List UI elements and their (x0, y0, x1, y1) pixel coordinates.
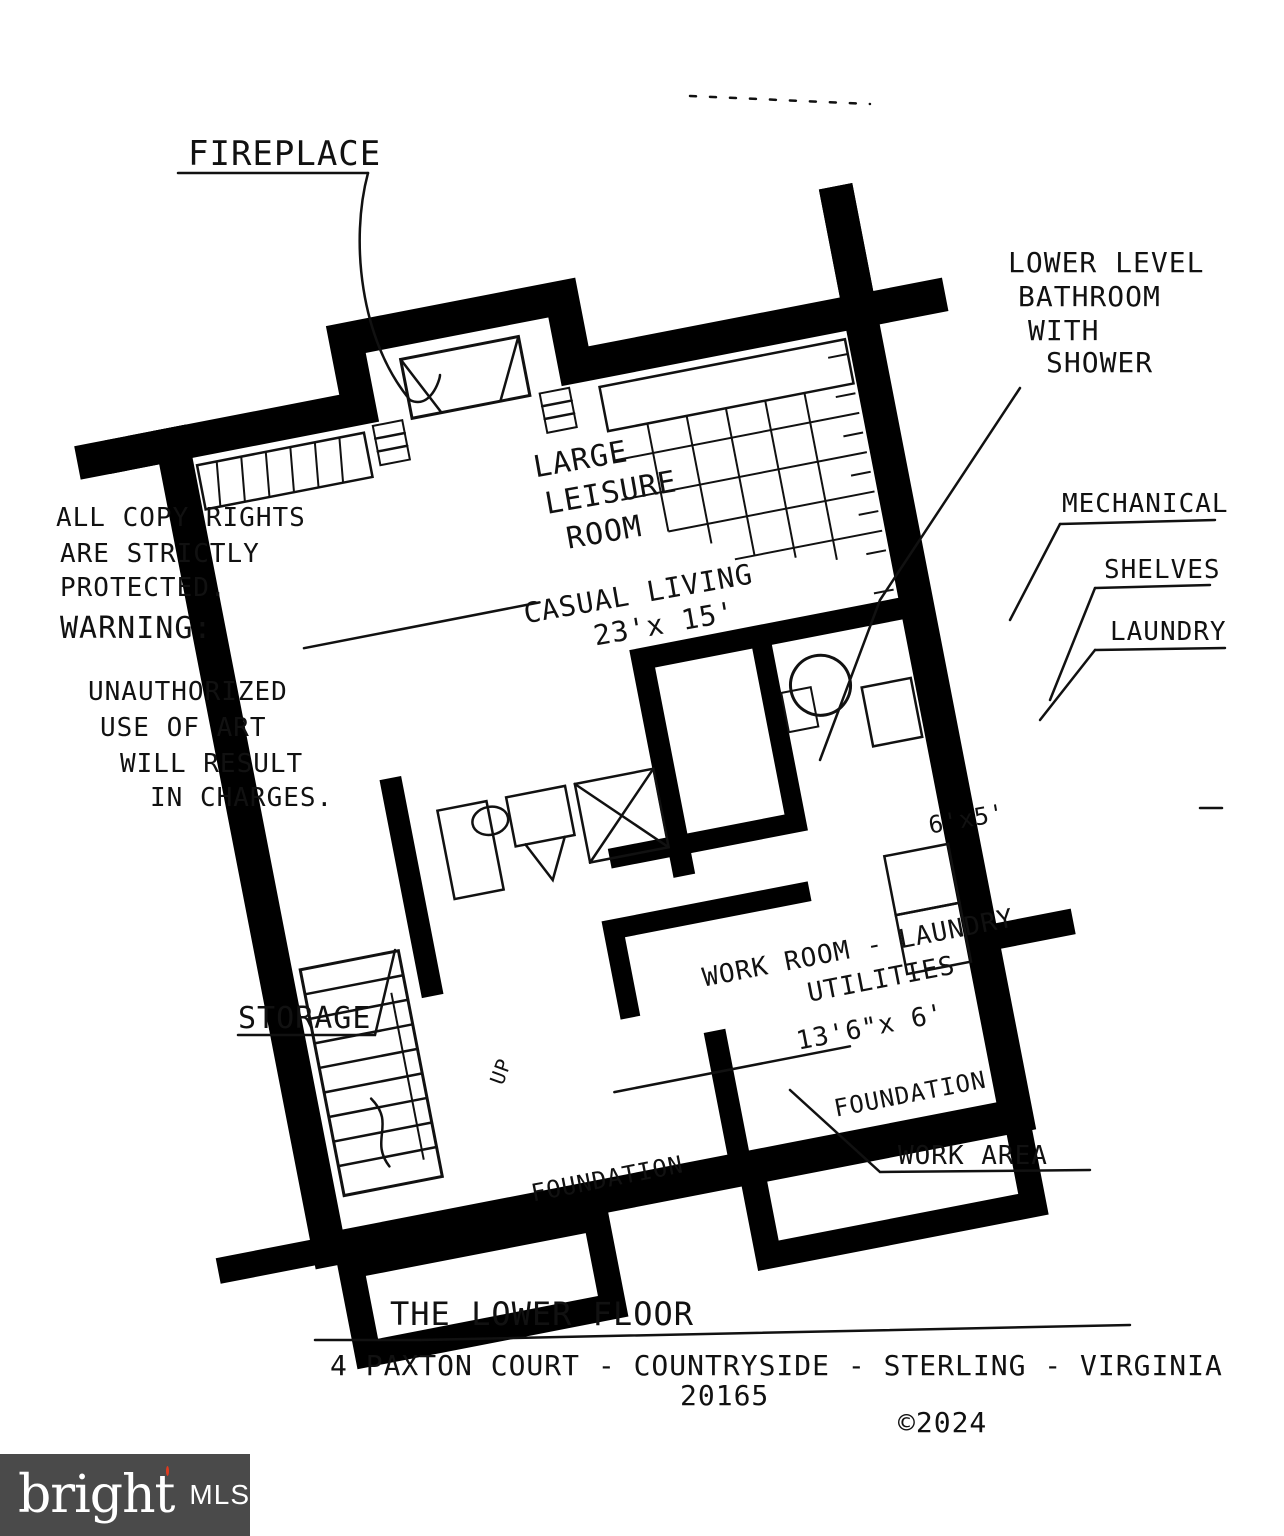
bathroom-callout: LOWER LEVEL BATHROOM WITH SHOWER (1008, 246, 1204, 379)
watermark-brand: bright (18, 1465, 175, 1525)
workroom-label-line (613, 1045, 852, 1094)
copyright-note-line-4: WARNING: (60, 611, 213, 646)
back-wall-shelves (195, 337, 855, 511)
up-label: UP (485, 1055, 516, 1088)
mls-watermark: bright MLS (0, 1454, 250, 1536)
bathroom-label-line-1: LOWER LEVEL (1008, 246, 1204, 279)
copyright-year: ©2024 (898, 1406, 987, 1439)
bathroom-label-line-3: WITH (1028, 314, 1099, 347)
fireplace-label: FIREPLACE (188, 134, 381, 174)
leader-lines (176, 171, 1227, 1342)
floor-title: THE LOWER FLOOR (390, 1295, 694, 1333)
address-line: 4 PAXTON COURT - COUNTRYSIDE - STERLING … (330, 1349, 1223, 1382)
laundry-appliances (780, 653, 973, 976)
watermark-dot-icon (166, 1466, 170, 1476)
watermark-suffix: MLS (189, 1479, 250, 1510)
copyright-note-line-3: PROTECTED. (60, 573, 227, 603)
back-wall (103, 277, 949, 474)
floor-plan (74, 183, 1076, 1370)
copyright-note-line-1: ALL COPY RIGHTS (56, 503, 306, 533)
work-area-label: WORK AREA (898, 1141, 1048, 1171)
bathroom-inner-wall (607, 624, 808, 869)
foundation-areas (215, 908, 1076, 1370)
bathroom-label-line-4: SHOWER (1046, 346, 1153, 379)
workroom-wall (601, 881, 812, 1020)
leisure-room-label: LARGE LEISURE ROOM CASUAL LIVING 23'x 15… (521, 434, 755, 652)
sketch-dashes (688, 94, 1224, 810)
wall-stub-left (74, 424, 193, 480)
workroom-divider (703, 1028, 755, 1183)
copyright-note-line-2: ARE STRICTLY (60, 539, 260, 569)
shelves-label: SHELVES (1104, 555, 1221, 585)
right-wall-hatch (827, 353, 894, 595)
bathroom-label-line-2: BATHROOM (1018, 280, 1161, 313)
zip-code: 20165 (680, 1379, 769, 1412)
wall-stub-right (818, 183, 880, 331)
laundry-label: LAUNDRY (1110, 617, 1227, 647)
bathroom-fixtures (435, 767, 671, 901)
copyright-note-line-7: USE OF ART (100, 713, 267, 743)
stairway (298, 775, 445, 1198)
fireplace-hearth (371, 334, 578, 467)
title-block: THE LOWER FLOOR 4 PAXTON COURT - COUNTRY… (330, 1295, 1223, 1439)
leisure-label-line (302, 601, 541, 650)
bathroom-wall (629, 592, 930, 878)
outer-wall (152, 183, 1037, 1270)
tile-floor (613, 392, 883, 561)
storage-label: STORAGE (238, 1001, 371, 1036)
copyright-note-line-9: IN CHARGES. (150, 783, 333, 813)
copyright-note-line-8: WILL RESULT (120, 749, 303, 779)
copyright-note-line-6: UNAUTHORIZED (88, 677, 288, 707)
mechanical-label: MECHANICAL (1062, 489, 1229, 519)
copyright-notice: ALL COPY RIGHTS ARE STRICTLY PROTECTED. … (56, 503, 333, 813)
